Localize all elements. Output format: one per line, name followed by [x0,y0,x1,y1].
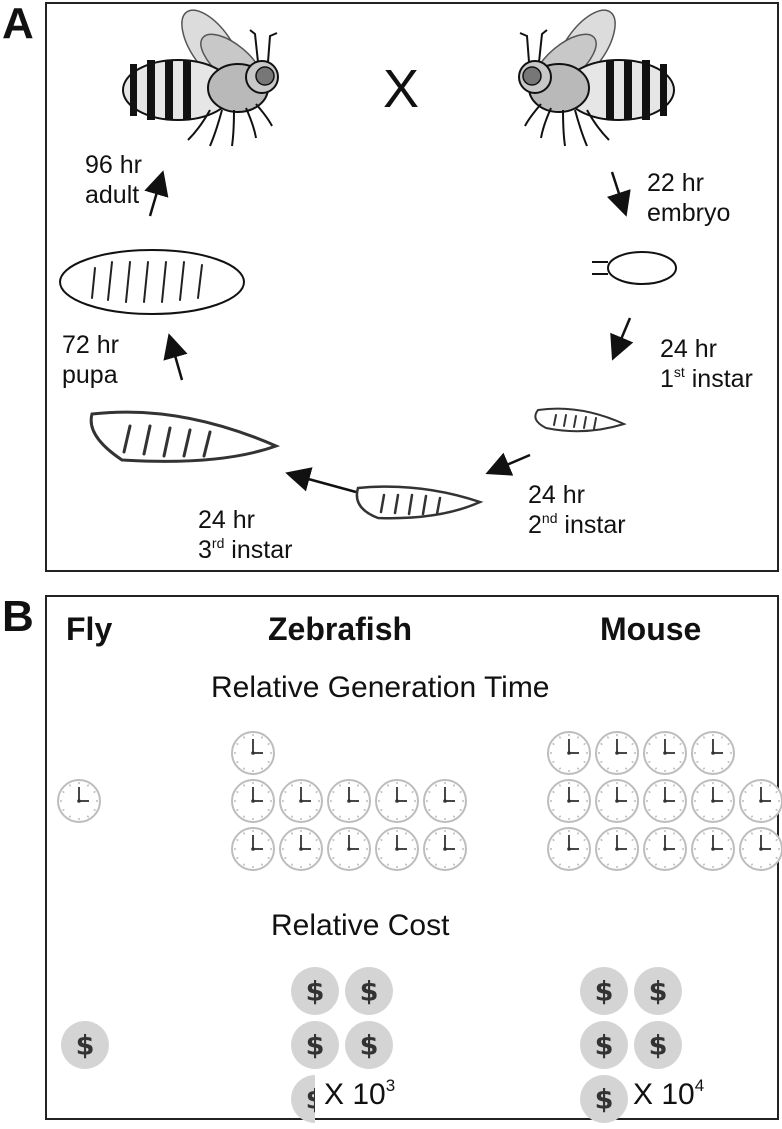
pupa-illustration [59,249,245,315]
stage-time: 22 hr [647,169,704,197]
dollar-coin-icon: $ [633,1020,683,1075]
adult-fly-right [518,0,675,148]
svg-text:$: $ [649,1030,668,1061]
stage-name: 2nd instar [528,510,626,539]
larva-1st-instar [534,407,627,433]
dollar-coin-icon: $ [344,966,394,1021]
arrow-to-pupa [163,333,188,381]
clock-icon [422,778,468,829]
clock-icon [690,778,736,829]
panel-a-lifecycle [45,2,779,572]
stage-name: 3rd instar [198,535,293,564]
column-header-fly: Fly [66,611,113,647]
clock-icon [738,778,782,829]
dollar-coin-icon: $ [633,966,683,1021]
clock-icon [326,826,372,877]
clock-icon [326,778,372,829]
arrow-to-2nd-instar [485,452,531,476]
clock-icon [642,730,688,781]
dollar-coin-icon: $ [290,966,340,1021]
stage-time: 24 hr [198,506,255,534]
svg-text:$: $ [595,1084,614,1115]
arrow-to-1st-instar [610,317,634,361]
clock-icon [546,778,592,829]
cross-symbol: X [383,59,420,119]
svg-text:$: $ [306,1030,325,1061]
larva-3rd-instar [89,410,281,463]
zebrafish-cost-multiplier: X 103 [324,1076,396,1111]
clock-icon [594,778,640,829]
dollar-coin-icon: $ [60,1020,110,1075]
larva-2nd-instar [355,485,484,520]
column-header-mouse: Mouse [600,611,702,647]
dollar-coin-icon: $ [579,966,629,1021]
stage-time: 72 hr [62,331,119,359]
svg-text:$: $ [595,1030,614,1061]
stage-name: 1st instar [660,364,753,393]
dollar-coin-icon: $ [579,1074,629,1129]
dollar-coin-icon: $ [290,1074,340,1129]
clock-icon [230,778,276,829]
stage-label-pupa: 72 hr pupa [62,330,119,390]
clock-icon [374,778,420,829]
clock-icon [278,826,324,877]
mouse-cost-multiplier: X 104 [633,1076,705,1111]
stage-label-2nd-instar: 24 hr 2nd instar [528,480,626,540]
svg-text:$: $ [306,1084,325,1115]
generation-time-title: Relative Generation Time [211,671,550,704]
arrow-to-3rd-instar [285,467,357,494]
clock-icon [690,826,736,877]
panel-b-letter: B [2,592,34,641]
clock-icon [738,826,782,877]
clock-icon [690,730,736,781]
clock-icon [422,826,468,877]
arrow-to-embryo [606,171,631,217]
clock-icon [374,826,420,877]
adult-fly-left [122,0,279,148]
stage-label-adult: 96 hr adult [85,150,142,210]
clock-icon [230,730,276,781]
svg-text:$: $ [595,976,614,1007]
dollar-coin-icon: $ [344,1020,394,1075]
stage-label-3rd-instar: 24 hr 3rd instar [198,505,292,565]
clock-icon [642,826,688,877]
svg-text:$: $ [306,976,325,1007]
clock-icon [642,778,688,829]
svg-text:$: $ [360,976,379,1007]
svg-text:$: $ [649,976,668,1007]
stage-label-embryo: 22 hr embryo [647,168,730,228]
dollar-coin-icon: $ [290,1020,340,1075]
dollar-coin-icon: $ [579,1020,629,1075]
clock-icon [594,730,640,781]
svg-text:$: $ [360,1030,379,1061]
panel-a-letter: A [2,0,34,48]
clock-icon [594,826,640,877]
stage-label-1st-instar: 24 hr 1st instar [660,334,753,394]
stage-time: 96 hr [85,151,142,179]
column-header-zebrafish: Zebrafish [268,611,413,647]
stage-name: embryo [647,199,731,227]
clock-icon [56,778,102,829]
clock-icon [546,826,592,877]
svg-text:$: $ [76,1030,95,1061]
stage-name: adult [85,181,140,209]
clock-icon [278,778,324,829]
clock-icon [230,826,276,877]
arrow-to-adult [144,170,169,217]
embryo-illustration [592,251,677,285]
lifecycle-arrows [144,170,634,494]
stage-time: 24 hr [660,335,717,363]
clock-icon [546,730,592,781]
stage-time: 24 hr [528,481,585,509]
stage-name: pupa [62,361,118,389]
cost-title: Relative Cost [271,909,450,942]
